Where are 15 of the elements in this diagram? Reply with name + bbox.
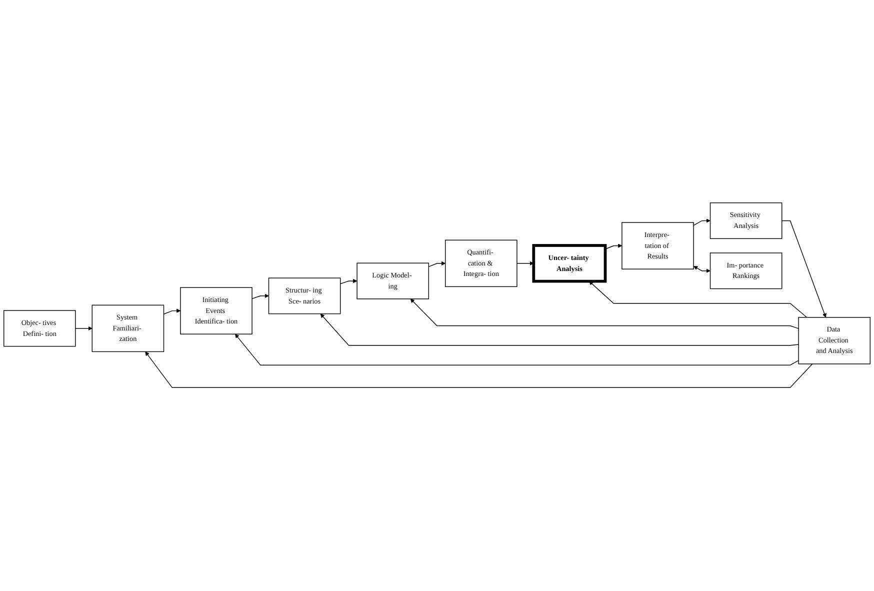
arrow [145,352,813,388]
arrow [694,266,710,274]
arrow [428,262,446,268]
arrow [163,309,181,315]
arrow [75,326,92,331]
arrow [516,262,534,266]
arrow [782,220,826,318]
arrow [252,294,269,300]
arrow [410,299,799,330]
arrow [340,279,358,284]
arrow [693,218,710,226]
arrow [604,244,622,250]
arrow [234,334,799,366]
arrow [589,281,808,318]
arrow [320,314,799,346]
